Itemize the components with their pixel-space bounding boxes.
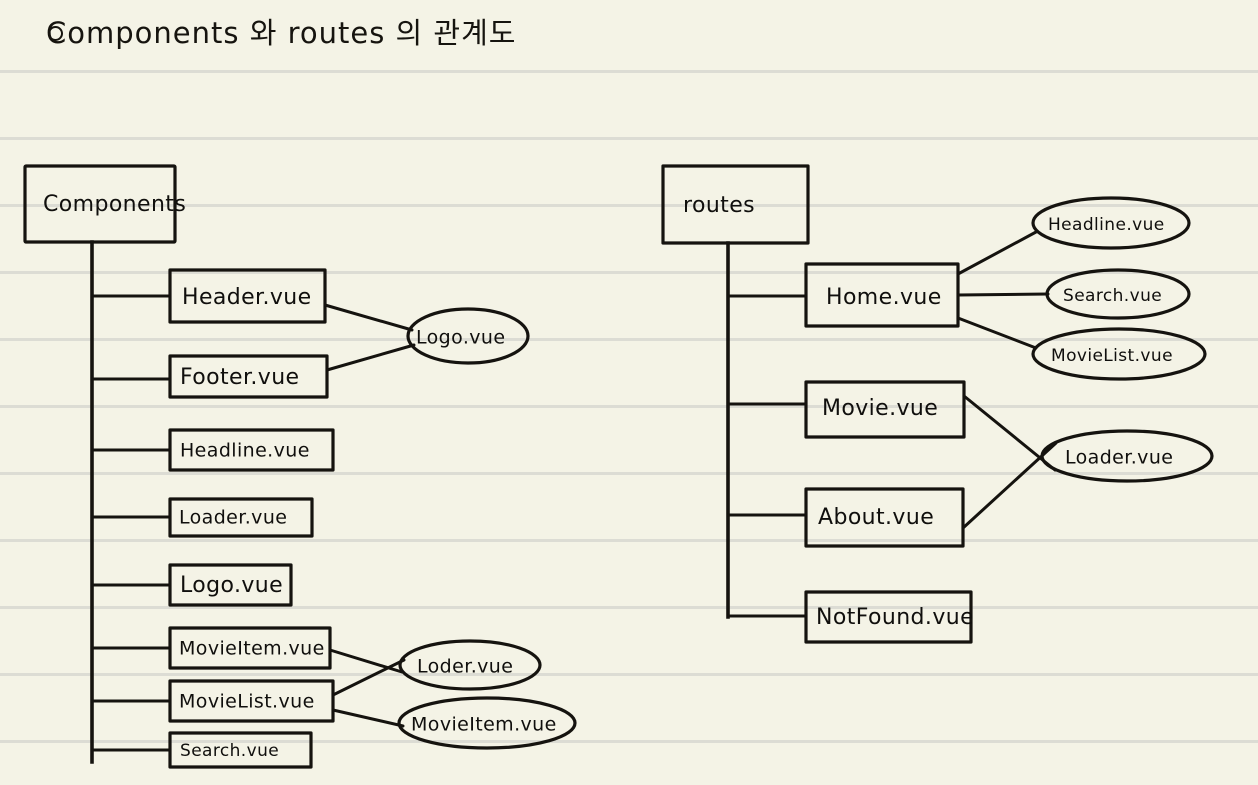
leaf-movielist-vue[interactable]: MovieList.vue bbox=[1031, 327, 1207, 381]
node-movielist-vue-label: MovieList.vue bbox=[179, 691, 315, 713]
link-home-to-headline bbox=[956, 230, 1038, 276]
node-loader-vue[interactable]: Loader.vue bbox=[168, 497, 314, 538]
leaf-movielist-vue-label: MovieList.vue bbox=[1051, 346, 1173, 366]
node-components-root-label: Components bbox=[43, 192, 186, 217]
leaf-loader-vue-label: Loader.vue bbox=[1065, 447, 1173, 469]
node-routes-root-label: routes bbox=[683, 193, 755, 218]
node-headline-vue[interactable]: Headline.vue bbox=[168, 428, 335, 472]
node-notfound-vue-label: NotFound.vue bbox=[816, 605, 974, 630]
page-title: Components 와 routes 의 관계도 bbox=[24, 10, 516, 52]
node-footer-vue[interactable]: Footer.vue bbox=[168, 354, 329, 399]
node-logo-vue-label: Logo.vue bbox=[180, 573, 283, 598]
node-logo-vue[interactable]: Logo.vue bbox=[168, 563, 293, 607]
leaf-logo-vue-label: Logo.vue bbox=[416, 327, 505, 349]
node-search-vue-label: Search.vue bbox=[180, 741, 279, 761]
node-about-vue[interactable]: About.vue bbox=[804, 487, 965, 548]
node-header-vue-label: Header.vue bbox=[182, 285, 312, 310]
leaf-movieitem-vue[interactable]: MovieItem.vue bbox=[397, 696, 577, 750]
node-loader-vue-label: Loader.vue bbox=[179, 507, 287, 529]
routes-tree: routes Home.vue Movie.vue About.vue bbox=[661, 164, 1214, 644]
node-search-vue[interactable]: Search.vue bbox=[168, 731, 313, 769]
node-header-vue[interactable]: Header.vue bbox=[168, 268, 327, 324]
components-tree: Components Header.vue Footer.vue bbox=[23, 164, 577, 769]
link-movieitem-to-loder bbox=[328, 648, 404, 674]
node-headline-vue-label: Headline.vue bbox=[180, 440, 310, 462]
node-movie-vue[interactable]: Movie.vue bbox=[804, 380, 966, 439]
leaf-logo-vue[interactable]: Logo.vue bbox=[406, 307, 530, 365]
node-about-vue-label: About.vue bbox=[818, 505, 934, 530]
node-movielist-vue[interactable]: MovieList.vue bbox=[168, 679, 335, 723]
title-bullet-icon bbox=[48, 26, 63, 41]
leaf-search-vue-label: Search.vue bbox=[1063, 286, 1162, 306]
node-footer-vue-label: Footer.vue bbox=[180, 365, 299, 390]
leaf-search-vue[interactable]: Search.vue bbox=[1045, 268, 1191, 320]
link-home-to-search bbox=[956, 292, 1050, 297]
node-movieitem-vue-label: MovieItem.vue bbox=[179, 638, 325, 660]
link-footer-to-logo bbox=[325, 343, 416, 372]
link-movielist-to-loder bbox=[331, 658, 406, 697]
node-components-root[interactable]: Components bbox=[23, 164, 186, 244]
node-home-vue-label: Home.vue bbox=[826, 285, 942, 310]
node-movie-vue-label: Movie.vue bbox=[822, 396, 938, 421]
leaf-headline-vue-label: Headline.vue bbox=[1048, 215, 1165, 235]
leaf-loader-vue[interactable]: Loader.vue bbox=[1040, 429, 1214, 483]
link-movielist-to-movieitem bbox=[331, 708, 405, 728]
link-home-to-movielist bbox=[956, 316, 1038, 350]
leaf-loder-vue-label: Loder.vue bbox=[417, 656, 513, 678]
node-home-vue[interactable]: Home.vue bbox=[804, 262, 960, 328]
page-title-text: Components 와 routes 의 관계도 bbox=[46, 16, 517, 50]
leaf-loder-vue[interactable]: Loder.vue bbox=[398, 639, 542, 691]
leaf-headline-vue[interactable]: Headline.vue bbox=[1031, 196, 1191, 250]
node-notfound-vue[interactable]: NotFound.vue bbox=[804, 590, 974, 644]
link-header-to-logo bbox=[323, 303, 414, 332]
node-routes-root[interactable]: routes bbox=[661, 164, 810, 245]
node-movieitem-vue[interactable]: MovieItem.vue bbox=[168, 626, 332, 670]
leaf-movieitem-vue-label: MovieItem.vue bbox=[411, 714, 557, 736]
